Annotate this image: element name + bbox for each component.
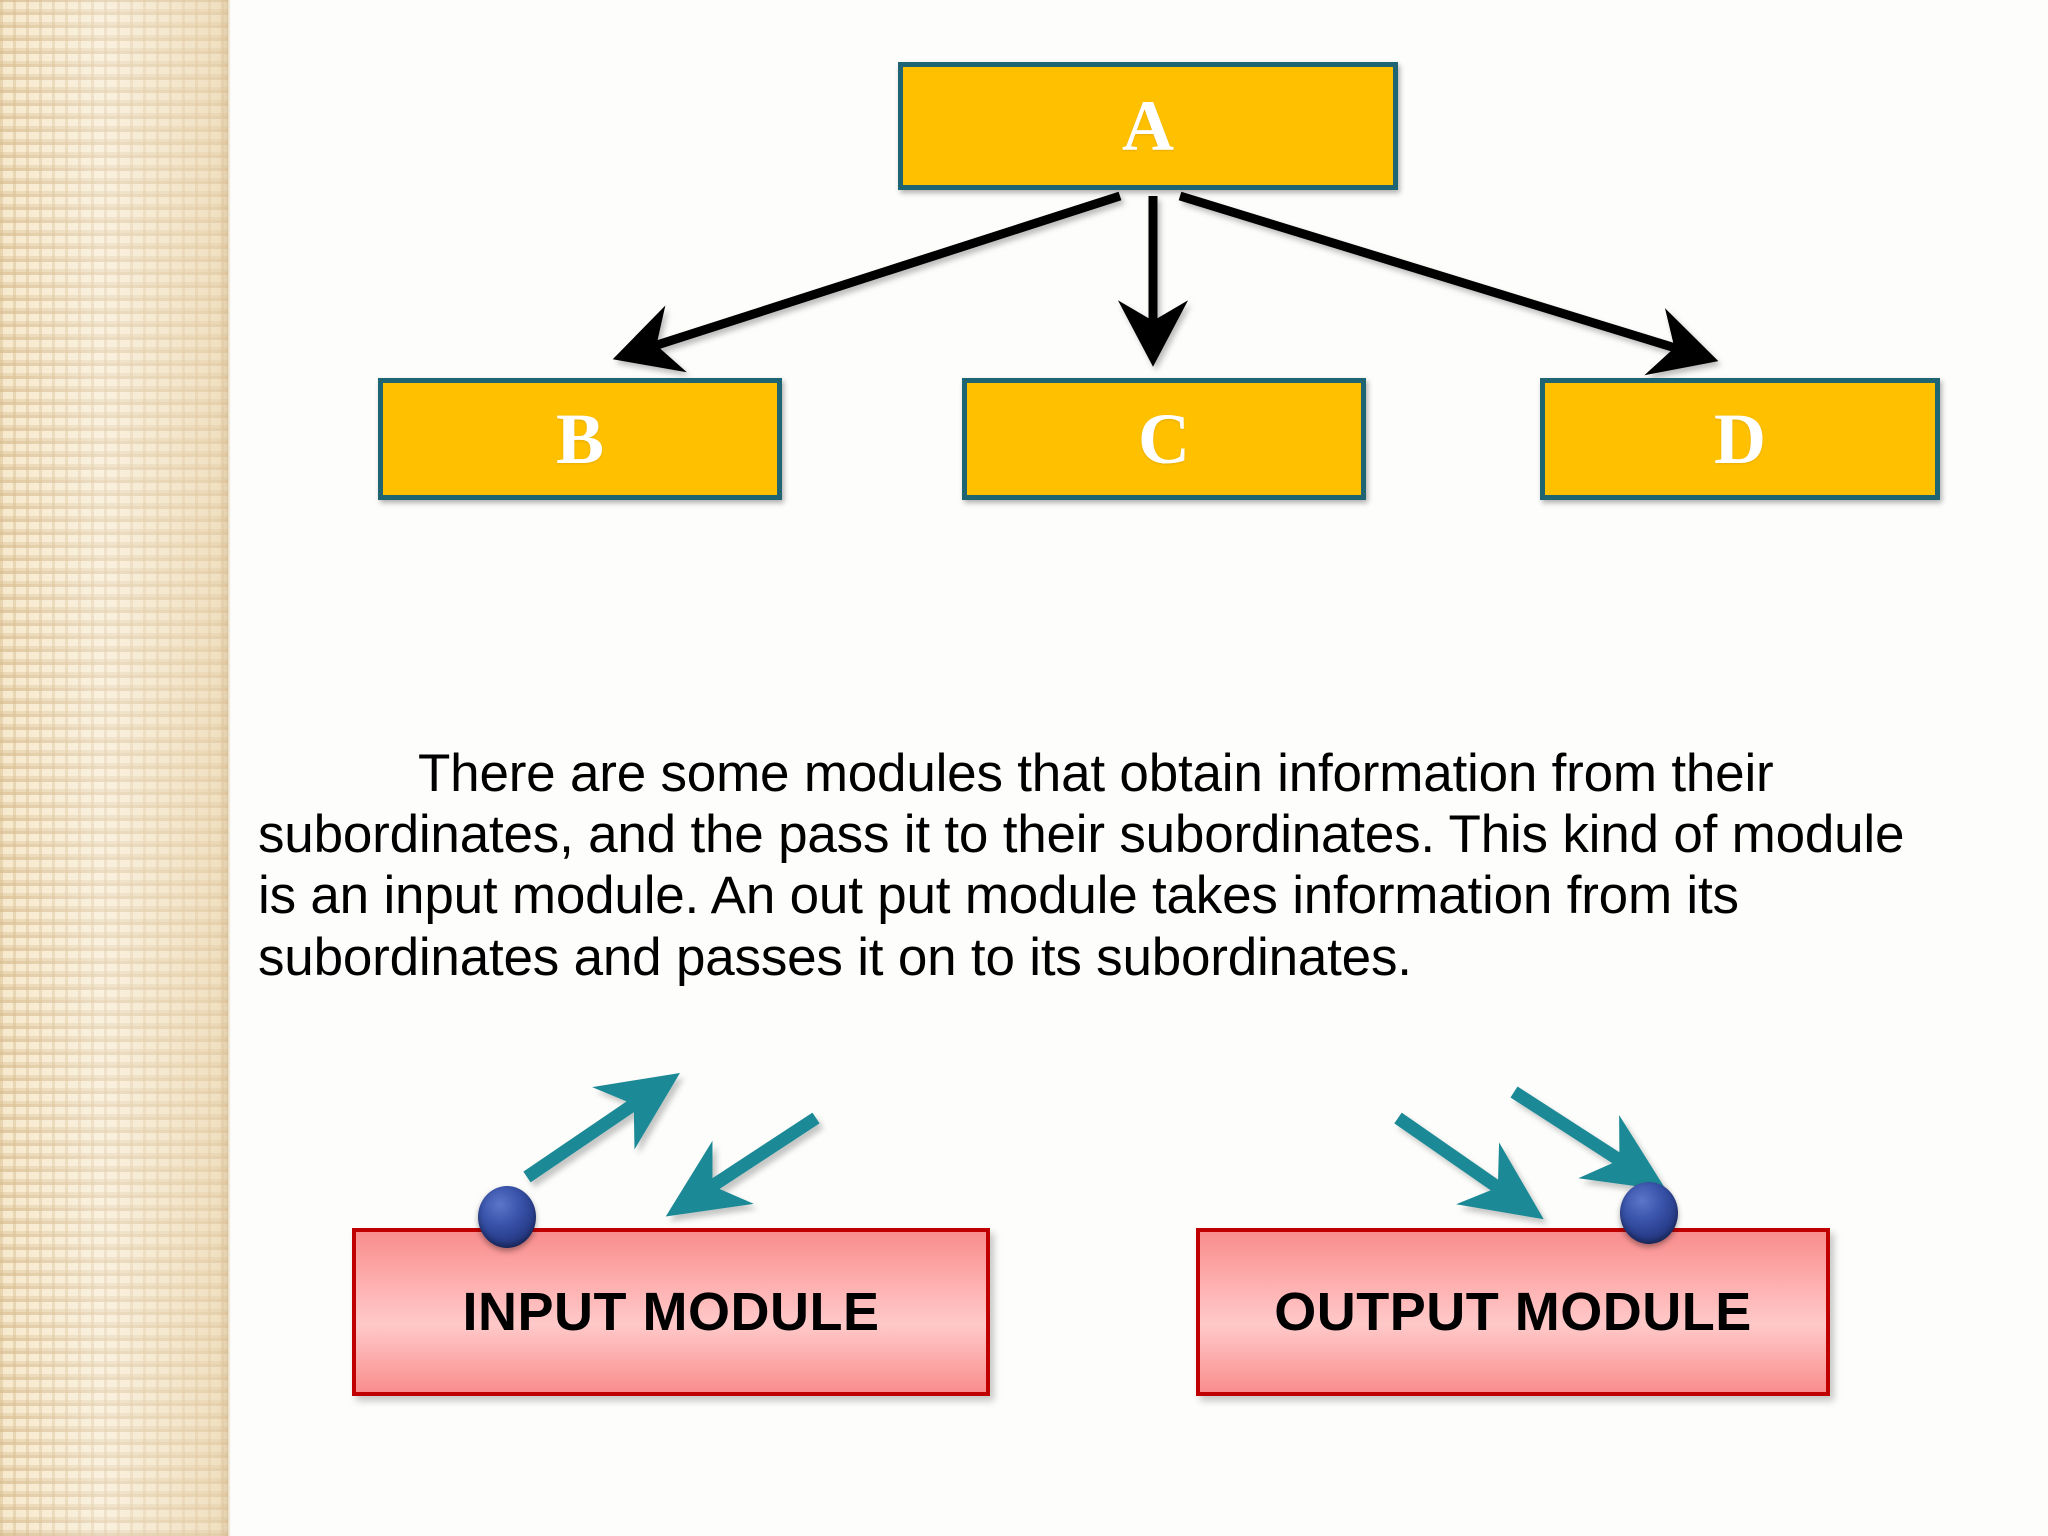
output-arrow-down-right-inner (1510, 1086, 1667, 1191)
decorative-band-edge (228, 0, 231, 1536)
input-module-label: INPUT MODULE (462, 1282, 880, 1342)
decorative-left-band (0, 0, 228, 1536)
module-box-b-label: B (555, 399, 605, 479)
input-arrow-up-right (523, 1072, 680, 1183)
output-arrow-down-right-outer (1394, 1112, 1544, 1220)
connector-a-to-d (1178, 191, 1719, 376)
module-box-c-label: C (1138, 399, 1190, 479)
module-box-d[interactable]: D (1540, 378, 1940, 500)
input-arrow-down-left (665, 1112, 820, 1217)
input-module-box[interactable]: INPUT MODULE (352, 1228, 990, 1396)
output-module-label: OUTPUT MODULE (1274, 1282, 1752, 1342)
module-box-d-label: D (1714, 399, 1766, 479)
description-paragraph: There are some modules that obtain infor… (258, 744, 1905, 987)
module-box-a[interactable]: A (898, 62, 1398, 190)
output-module-sphere-icon (1620, 1182, 1678, 1244)
connector-a-to-b (612, 191, 1122, 373)
module-box-a-label: A (1122, 86, 1174, 166)
output-module-box[interactable]: OUTPUT MODULE (1196, 1228, 1830, 1396)
module-box-c[interactable]: C (962, 378, 1366, 500)
module-box-b[interactable]: B (378, 378, 782, 500)
input-module-sphere-icon (478, 1186, 536, 1248)
